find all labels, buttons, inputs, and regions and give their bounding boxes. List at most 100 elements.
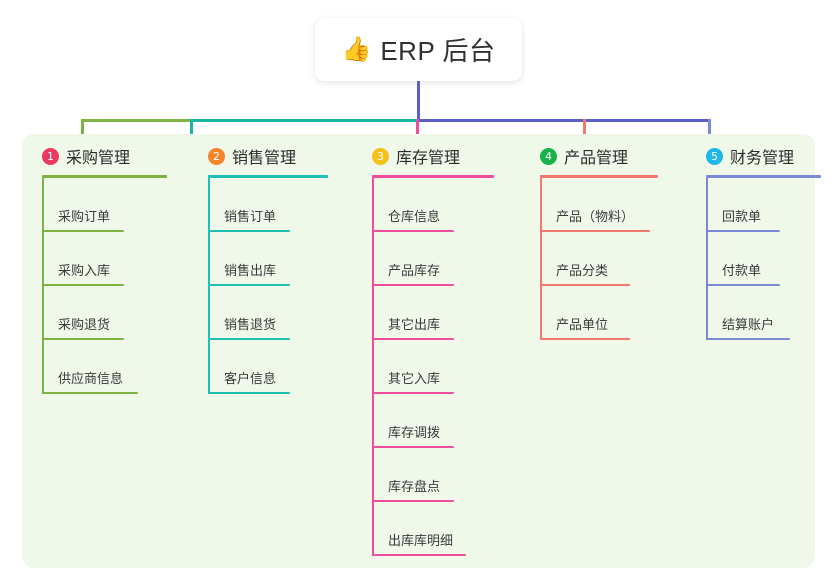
column-header-5[interactable]: 5 财务管理 xyxy=(694,143,821,169)
column-rail xyxy=(540,178,542,340)
column-number-badge: 5 xyxy=(706,147,723,165)
list-item-label: 出库库明细 xyxy=(388,533,454,548)
list-item-rule xyxy=(706,284,780,286)
column-number-badge: 4 xyxy=(540,147,557,165)
list-item-rule xyxy=(372,284,454,286)
column-items: 仓库信息产品库存其它出库其它入库库存调拨库存盘点出库库明细 xyxy=(360,178,494,556)
list-item[interactable]: 结算账户 xyxy=(694,286,798,340)
root-node-title: ERP 后台 xyxy=(380,36,496,66)
list-item-rule xyxy=(540,230,650,232)
column-header-rule xyxy=(42,175,167,178)
column-5: 5 财务管理回款单付款单结算账户 xyxy=(694,143,821,340)
column-title: 销售管理 xyxy=(232,150,297,167)
list-item-rule xyxy=(372,338,454,340)
list-item-label: 产品分类 xyxy=(556,263,609,278)
list-item-rule xyxy=(42,338,124,340)
list-item[interactable]: 出库库明细 xyxy=(360,502,474,556)
list-item[interactable]: 采购订单 xyxy=(30,178,132,232)
list-item[interactable]: 采购退货 xyxy=(30,286,132,340)
list-item-rule xyxy=(42,284,124,286)
thumbs-up-icon: 👍 xyxy=(341,35,372,63)
list-item-rule xyxy=(208,284,290,286)
column-items: 采购订单采购入库采购退货供应商信息 xyxy=(30,178,167,394)
list-item-rule xyxy=(208,230,290,232)
list-item[interactable]: 采购入库 xyxy=(30,232,132,286)
list-item-rule xyxy=(372,554,466,556)
list-item-rule xyxy=(540,338,630,340)
list-item-label: 付款单 xyxy=(722,263,762,278)
list-item-rule xyxy=(706,338,790,340)
list-item[interactable]: 其它出库 xyxy=(360,286,462,340)
list-item-rule xyxy=(372,392,454,394)
column-title: 产品管理 xyxy=(564,150,629,167)
connector-bus-right xyxy=(417,119,710,122)
list-item-label: 销售出库 xyxy=(224,263,277,278)
column-number-badge: 1 xyxy=(42,147,59,165)
list-item[interactable]: 销售出库 xyxy=(196,232,298,286)
column-rail xyxy=(372,178,374,556)
list-item[interactable]: 供应商信息 xyxy=(30,340,146,394)
list-item[interactable]: 回款单 xyxy=(694,178,788,232)
column-items: 产品（物料） 产品分类产品单位 xyxy=(528,178,658,340)
column-header-2[interactable]: 2 销售管理 xyxy=(196,143,328,169)
column-title: 财务管理 xyxy=(730,150,795,167)
connector-drop-2 xyxy=(190,119,193,144)
connector-trunk xyxy=(417,81,420,122)
list-item[interactable]: 库存盘点 xyxy=(360,448,462,502)
list-item-label: 客户信息 xyxy=(224,371,277,386)
list-item-label: 其它入库 xyxy=(388,371,441,386)
column-rail xyxy=(208,178,210,394)
connector-bus-mid xyxy=(191,119,417,122)
column-header-4[interactable]: 4 产品管理 xyxy=(528,143,658,169)
list-item-label: 产品（物料） xyxy=(556,209,635,224)
connector-drop-4 xyxy=(583,119,586,144)
list-item-label: 仓库信息 xyxy=(388,209,441,224)
list-item-rule xyxy=(372,500,454,502)
list-item-label: 采购订单 xyxy=(58,209,111,224)
connector-bus-left xyxy=(81,119,191,122)
column-number-badge: 3 xyxy=(372,147,389,165)
column-header-3[interactable]: 3 库存管理 xyxy=(360,143,494,169)
column-header-rule xyxy=(540,175,658,178)
list-item-label: 其它出库 xyxy=(388,317,441,332)
root-node-card[interactable]: 👍 ERP 后台 xyxy=(315,18,522,81)
column-3: 3 库存管理仓库信息产品库存其它出库其它入库库存调拨库存盘点出库库明细 xyxy=(360,143,494,556)
list-item-label: 结算账户 xyxy=(722,317,775,332)
list-item-label: 采购入库 xyxy=(58,263,111,278)
list-item-rule xyxy=(42,230,124,232)
list-item[interactable]: 付款单 xyxy=(694,232,788,286)
list-item[interactable]: 产品库存 xyxy=(360,232,462,286)
list-item[interactable]: 产品单位 xyxy=(528,286,638,340)
list-item[interactable]: 产品（物料） xyxy=(528,178,658,232)
column-rail xyxy=(706,178,708,340)
list-item-label: 销售订单 xyxy=(224,209,277,224)
list-item-label: 回款单 xyxy=(722,209,762,224)
list-item[interactable]: 客户信息 xyxy=(196,340,298,394)
list-item[interactable]: 库存调拨 xyxy=(360,394,462,448)
connector-drop-1 xyxy=(81,119,84,144)
column-number-badge: 2 xyxy=(208,147,225,165)
list-item-rule xyxy=(706,230,780,232)
connector-drop-3 xyxy=(416,119,419,144)
list-item-label: 库存调拨 xyxy=(388,425,441,440)
column-title: 库存管理 xyxy=(396,150,461,167)
list-item-rule xyxy=(372,230,454,232)
list-item[interactable]: 销售退货 xyxy=(196,286,298,340)
list-item[interactable]: 其它入库 xyxy=(360,340,462,394)
list-item-label: 产品单位 xyxy=(556,317,609,332)
list-item-rule xyxy=(372,446,454,448)
list-item[interactable]: 产品分类 xyxy=(528,232,638,286)
list-item-rule xyxy=(208,392,290,394)
column-items: 销售订单销售出库销售退货客户信息 xyxy=(196,178,328,394)
list-item[interactable]: 仓库信息 xyxy=(360,178,462,232)
list-item-rule xyxy=(208,338,290,340)
column-4: 4 产品管理产品（物料） 产品分类产品单位 xyxy=(528,143,658,340)
list-item-label: 库存盘点 xyxy=(388,479,441,494)
list-item-rule xyxy=(540,284,630,286)
column-rail xyxy=(42,178,44,394)
list-item[interactable]: 销售订单 xyxy=(196,178,298,232)
column-header-rule xyxy=(706,175,821,178)
